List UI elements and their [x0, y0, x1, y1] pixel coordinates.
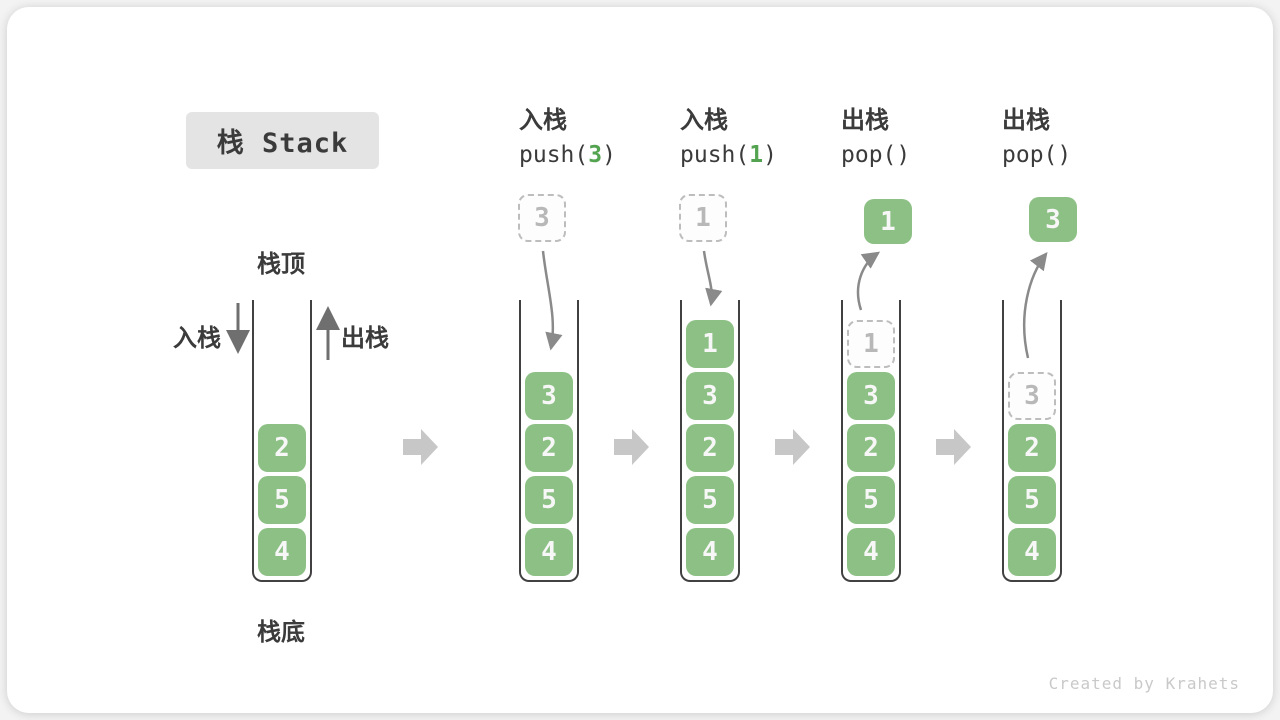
- watermark: Created by Krahets: [1048, 674, 1240, 693]
- stack-bottom-label: 栈底: [257, 619, 305, 646]
- incoming-element: 3: [518, 194, 566, 242]
- incoming-element: 1: [679, 194, 727, 242]
- op-code: push(1): [680, 138, 860, 173]
- stack-container: [519, 300, 579, 582]
- op-code-post: ): [602, 142, 616, 168]
- op-header: 入栈 push(3): [519, 104, 699, 173]
- stack-item: 2: [525, 424, 573, 472]
- stack-item: 2: [847, 424, 895, 472]
- op-code: push(3): [519, 138, 699, 173]
- stack-container: [841, 300, 901, 582]
- stack-container: [680, 300, 740, 582]
- stage-flow-arrow-1: [403, 429, 438, 465]
- op-code-arg: 3: [588, 142, 603, 168]
- page-title: 栈 Stack: [186, 112, 379, 169]
- op-code-post: ): [763, 142, 777, 168]
- op-code-pre: pop(): [1002, 142, 1072, 168]
- stack-item: 1: [686, 320, 734, 368]
- stack-item-ghost: 1: [847, 320, 895, 368]
- stack-item: 2: [258, 424, 306, 472]
- pop-side-label: 出栈: [341, 325, 389, 352]
- stack-item: 5: [847, 476, 895, 524]
- popped-element: 1: [864, 199, 912, 244]
- stack-item: 4: [686, 528, 734, 576]
- stage-flow-arrow-3: [775, 429, 810, 465]
- op-name-cn: 入栈: [519, 107, 567, 134]
- push-curve-arrow-stage3: [702, 250, 723, 307]
- pop-curve-arrow-stage4: [856, 251, 881, 311]
- stack-item: 3: [686, 372, 734, 420]
- op-header: 入栈 push(1): [680, 104, 860, 173]
- stack-item: 5: [1008, 476, 1056, 524]
- stack-item: 3: [525, 372, 573, 420]
- stack-item: 2: [1008, 424, 1056, 472]
- op-header: 出栈 pop(): [841, 104, 1021, 173]
- op-code-pre: push(: [519, 142, 589, 168]
- stack-item: 4: [258, 528, 306, 576]
- op-name-cn: 出栈: [841, 107, 889, 134]
- stack-item: 4: [525, 528, 573, 576]
- stage-flow-arrow-4: [936, 429, 971, 465]
- stack-container: [1002, 300, 1062, 582]
- op-code: pop(): [841, 138, 1021, 173]
- stack-item: 5: [686, 476, 734, 524]
- stack-item: 3: [847, 372, 895, 420]
- pop-curve-arrow-stage5: [1022, 252, 1048, 359]
- stack-item-ghost: 3: [1008, 372, 1056, 420]
- stack-item: 4: [1008, 528, 1056, 576]
- stack-item: 4: [847, 528, 895, 576]
- op-code-pre: pop(): [841, 142, 911, 168]
- stage-flow-arrow-2: [614, 429, 649, 465]
- stack-item: 2: [686, 424, 734, 472]
- push-curve-arrow-stage2: [541, 250, 563, 351]
- stack-top-label: 栈顶: [257, 251, 305, 278]
- op-name-cn: 入栈: [680, 107, 728, 134]
- stack-item: 5: [258, 476, 306, 524]
- stack-container: [252, 300, 312, 582]
- op-name-cn: 出栈: [1002, 107, 1050, 134]
- op-code-arg: 1: [749, 142, 764, 168]
- popped-element: 3: [1029, 197, 1077, 242]
- op-code-pre: push(: [680, 142, 750, 168]
- stack-item: 5: [525, 476, 573, 524]
- op-header: 出栈 pop(): [1002, 104, 1182, 173]
- op-code: pop(): [1002, 138, 1182, 173]
- push-side-label: 入栈: [173, 325, 221, 352]
